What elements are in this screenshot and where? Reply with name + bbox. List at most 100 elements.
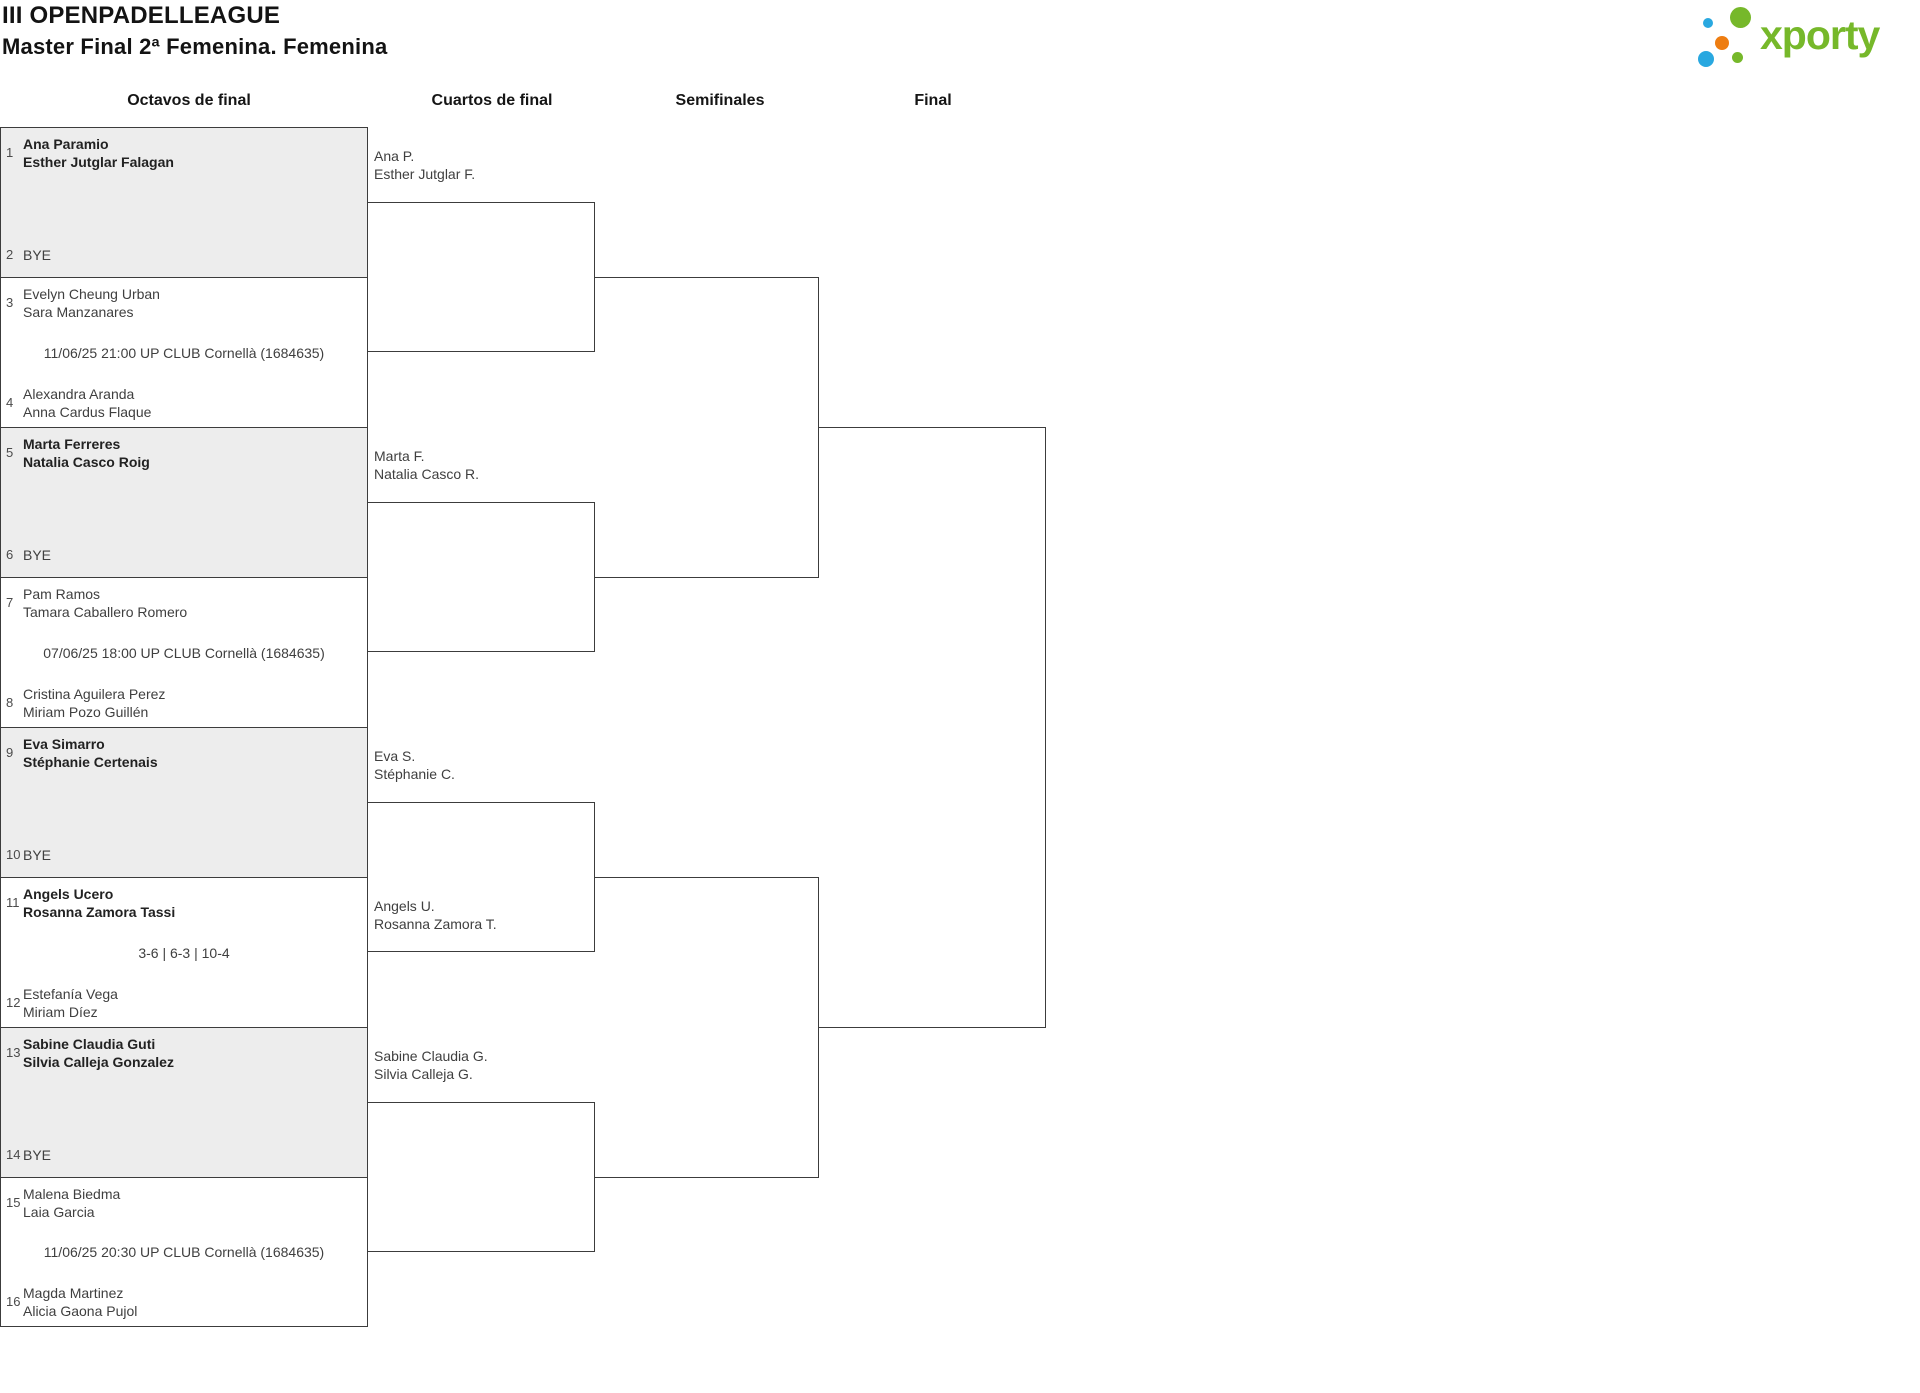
page-subtitle: Master Final 2ª Femenina. Femenina (2, 34, 388, 59)
logo-dot-blue-large-icon (1698, 51, 1714, 67)
player-name: Angels U. (374, 898, 435, 914)
player-name: Stéphanie Certenais (23, 754, 158, 770)
team-slot-seed-4: 4 Alexandra Aranda Anna Cardus Flaque (6, 385, 363, 421)
team-slot-seed-11: 11 Angels Ucero Rosanna Zamora Tassi (6, 885, 363, 921)
match-box-8[interactable]: 15 Malena Biedma Laia Garcia 11/06/25 20… (0, 1177, 368, 1327)
player-names: Eva Simarro Stéphanie Certenais (23, 735, 158, 771)
seed-number: 15 (6, 1195, 21, 1210)
seed-number: 5 (6, 445, 14, 460)
player-name: Tamara Caballero Romero (23, 604, 188, 620)
player-names: Estefanía Vega Miriam Díez (23, 985, 118, 1021)
player-name: Eva S. (374, 748, 416, 764)
advanced-team-label-qf3-bottom: Angels U. Rosanna Zamora T. (374, 897, 497, 933)
match-schedule: 07/06/25 18:00 UP CLUB Cornellà (1684635… (43, 644, 325, 661)
player-name: Miriam Pozo Guillén (23, 704, 149, 720)
seed-number: 10 (6, 847, 21, 862)
bye-label: BYE (23, 247, 52, 263)
player-name: Alicia Gaona Pujol (23, 1303, 138, 1319)
team-slot-seed-12: 12 Estefanía Vega Miriam Díez (6, 985, 363, 1021)
player-name: Ana P. (374, 148, 415, 164)
round-header-octavos: Octavos de final (127, 92, 251, 109)
player-names: Marta Ferreres Natalia Casco Roig (23, 435, 150, 471)
team-slot-seed-3: 3 Evelyn Cheung Urban Sara Manzanares (6, 285, 363, 321)
team-slot-seed-7: 7 Pam Ramos Tamara Caballero Romero (6, 585, 363, 621)
connector-quarterfinal-1 (368, 202, 595, 352)
team-slot-seed-5: 5 Marta Ferreres Natalia Casco Roig (6, 435, 363, 471)
team-slot-seed-1: 1 Ana Paramio Esther Jutglar Falagan (6, 135, 363, 171)
page-title: III OPENPADELLEAGUE (2, 2, 281, 29)
bye-label: BYE (23, 547, 52, 563)
player-name: Cristina Aguilera Perez (23, 686, 166, 702)
connector-semifinal-2-winner-line (819, 1027, 1045, 1028)
player-name: Esther Jutglar Falagan (23, 154, 174, 170)
player-name: Estefanía Vega (23, 986, 118, 1002)
player-names: Angels Ucero Rosanna Zamora Tassi (23, 885, 175, 921)
player-name: Sabine Claudia Guti (23, 1036, 156, 1052)
connector-semifinal-1-winner-line (819, 427, 1045, 428)
player-name: Marta Ferreres (23, 436, 121, 452)
team-slot-seed-8: 8 Cristina Aguilera Perez Miriam Pozo Gu… (6, 685, 363, 721)
logo-dot-blue-small-icon (1703, 18, 1713, 28)
team-slot-seed-9: 9 Eva Simarro Stéphanie Certenais (6, 735, 363, 771)
player-names: Evelyn Cheung Urban Sara Manzanares (23, 285, 160, 321)
seed-number: 3 (6, 295, 14, 310)
player-names: BYE (23, 1146, 51, 1164)
team-slot-seed-15: 15 Malena Biedma Laia Garcia (6, 1185, 363, 1221)
player-name: Pam Ramos (23, 586, 101, 602)
match-box-1[interactable]: 1 Ana Paramio Esther Jutglar Falagan 2 B… (0, 127, 368, 277)
connector-quarterfinal-2 (368, 502, 595, 652)
player-names: Sabine Claudia Guti Silvia Calleja Gonza… (23, 1035, 174, 1071)
player-name: Malena Biedma (23, 1186, 121, 1202)
player-names: Ana Paramio Esther Jutglar Falagan (23, 135, 174, 171)
player-name: Sabine Claudia G. (374, 1048, 488, 1064)
match-box-4[interactable]: 7 Pam Ramos Tamara Caballero Romero 07/0… (0, 577, 368, 727)
match-box-5[interactable]: 9 Eva Simarro Stéphanie Certenais 10 BYE (0, 727, 368, 877)
advanced-team-label-qf3-top: Eva S. Stéphanie C. (374, 747, 455, 783)
player-name: Esther Jutglar F. (374, 166, 476, 182)
round-header-cuartos: Cuartos de final (431, 92, 553, 109)
bye-label: BYE (23, 1147, 52, 1163)
player-name: Rosanna Zamora Tassi (23, 904, 176, 920)
player-name: Ana Paramio (23, 136, 109, 152)
seed-number: 1 (6, 145, 14, 160)
player-name: Sara Manzanares (23, 304, 134, 320)
player-name: Natalia Casco Roig (23, 454, 150, 470)
advanced-team-label-qf4-top: Sabine Claudia G. Silvia Calleja G. (374, 1047, 488, 1083)
player-name: Angels Ucero (23, 886, 114, 902)
team-slot-seed-6: 6 BYE (6, 546, 363, 564)
seed-number: 16 (6, 1294, 21, 1309)
seed-number: 12 (6, 995, 21, 1010)
xporty-logo[interactable]: xporty (1680, 2, 1920, 67)
seed-number: 6 (6, 547, 14, 562)
match-score: 3-6 | 6-3 | 10-4 (138, 944, 230, 961)
match-schedule: 11/06/25 21:00 UP CLUB Cornellà (1684635… (43, 344, 325, 361)
match-box-7[interactable]: 13 Sabine Claudia Guti Silvia Calleja Go… (0, 1027, 368, 1177)
connector-semifinal-2 (595, 877, 819, 1178)
player-name: Alexandra Aranda (23, 386, 135, 402)
match-box-2[interactable]: 3 Evelyn Cheung Urban Sara Manzanares 11… (0, 277, 368, 427)
player-name: Silvia Calleja Gonzalez (23, 1054, 174, 1070)
bye-label: BYE (23, 847, 52, 863)
player-name: Rosanna Zamora T. (374, 916, 497, 932)
match-box-6[interactable]: 11 Angels Ucero Rosanna Zamora Tassi 3-6… (0, 877, 368, 1027)
player-names: BYE (23, 246, 51, 264)
connector-final (1045, 427, 1046, 1028)
match-box-3[interactable]: 5 Marta Ferreres Natalia Casco Roig 6 BY… (0, 427, 368, 577)
player-name: Magda Martinez (23, 1285, 124, 1301)
team-slot-seed-2: 2 BYE (6, 246, 363, 264)
player-names: Alexandra Aranda Anna Cardus Flaque (23, 385, 151, 421)
player-name: Laia Garcia (23, 1204, 95, 1220)
player-name: Marta F. (374, 448, 425, 464)
player-names: BYE (23, 546, 51, 564)
advanced-team-label-qf2-top: Marta F. Natalia Casco R. (374, 447, 479, 483)
player-name: Silvia Calleja G. (374, 1066, 473, 1082)
player-name: Miriam Díez (23, 1004, 98, 1020)
team-slot-seed-14: 14 BYE (6, 1146, 363, 1164)
player-names: Cristina Aguilera Perez Miriam Pozo Guil… (23, 685, 165, 721)
seed-number: 14 (6, 1147, 21, 1162)
logo-dot-orange-icon (1715, 36, 1729, 50)
seed-number: 4 (6, 395, 14, 410)
advanced-team-label-qf1-top: Ana P. Esther Jutglar F. (374, 147, 475, 183)
seed-number: 8 (6, 695, 14, 710)
